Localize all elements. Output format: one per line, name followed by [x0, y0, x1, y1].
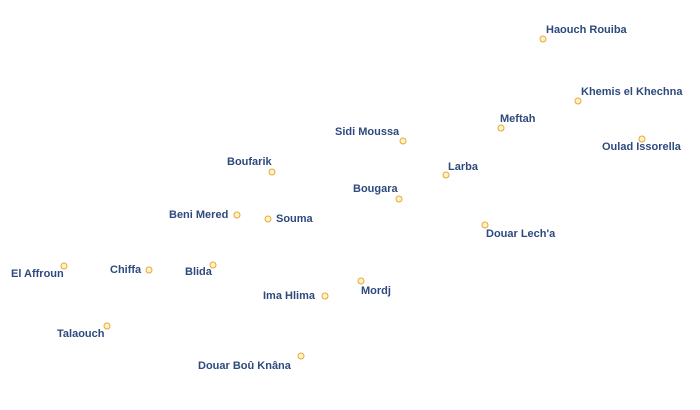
place-label: Bougara — [353, 183, 398, 195]
place-label: Sidi Moussa — [335, 126, 400, 138]
place-label: Meftah — [500, 113, 536, 125]
place-marker-icon[interactable] — [638, 135, 646, 143]
place-label: El Affroun — [11, 268, 64, 280]
place-label: Talaouch — [57, 328, 105, 340]
place-label: Souma — [276, 213, 313, 225]
place-marker-icon[interactable] — [357, 277, 365, 285]
place-marker-icon[interactable] — [209, 261, 217, 269]
place-marker-icon[interactable] — [574, 97, 582, 105]
place-label: Beni Mered — [169, 209, 229, 221]
place-marker-icon[interactable] — [497, 124, 505, 132]
place-marker-icon[interactable] — [145, 266, 153, 274]
place-label: Haouch Rouiba — [546, 24, 627, 36]
place-label: Chiffa — [110, 264, 142, 276]
place-marker-icon[interactable] — [233, 211, 241, 219]
place-marker-icon[interactable] — [395, 195, 403, 203]
place-label: Oulad Issorella — [602, 141, 681, 153]
place-label: Douar Boû Knâna — [198, 360, 291, 372]
place-marker-icon[interactable] — [264, 215, 272, 223]
place-marker-icon[interactable] — [60, 262, 68, 270]
place-label: Mordj — [361, 285, 391, 297]
place-label: Boufarik — [227, 156, 272, 168]
place-marker-icon[interactable] — [321, 292, 329, 300]
place-label: Khemis el Khechna — [581, 86, 683, 98]
place-marker-icon[interactable] — [481, 221, 489, 229]
place-marker-icon[interactable] — [103, 322, 111, 330]
place-marker-icon[interactable] — [297, 352, 305, 360]
place-label: Douar Lech'a — [486, 228, 556, 240]
place-marker-icon[interactable] — [442, 171, 450, 179]
place-label: Blida — [185, 266, 212, 278]
place-marker-icon[interactable] — [539, 35, 547, 43]
place-label: Ima Hlima — [263, 290, 315, 302]
place-label: Larba — [448, 161, 478, 173]
place-marker-icon[interactable] — [268, 168, 276, 176]
place-marker-icon[interactable] — [399, 137, 407, 145]
